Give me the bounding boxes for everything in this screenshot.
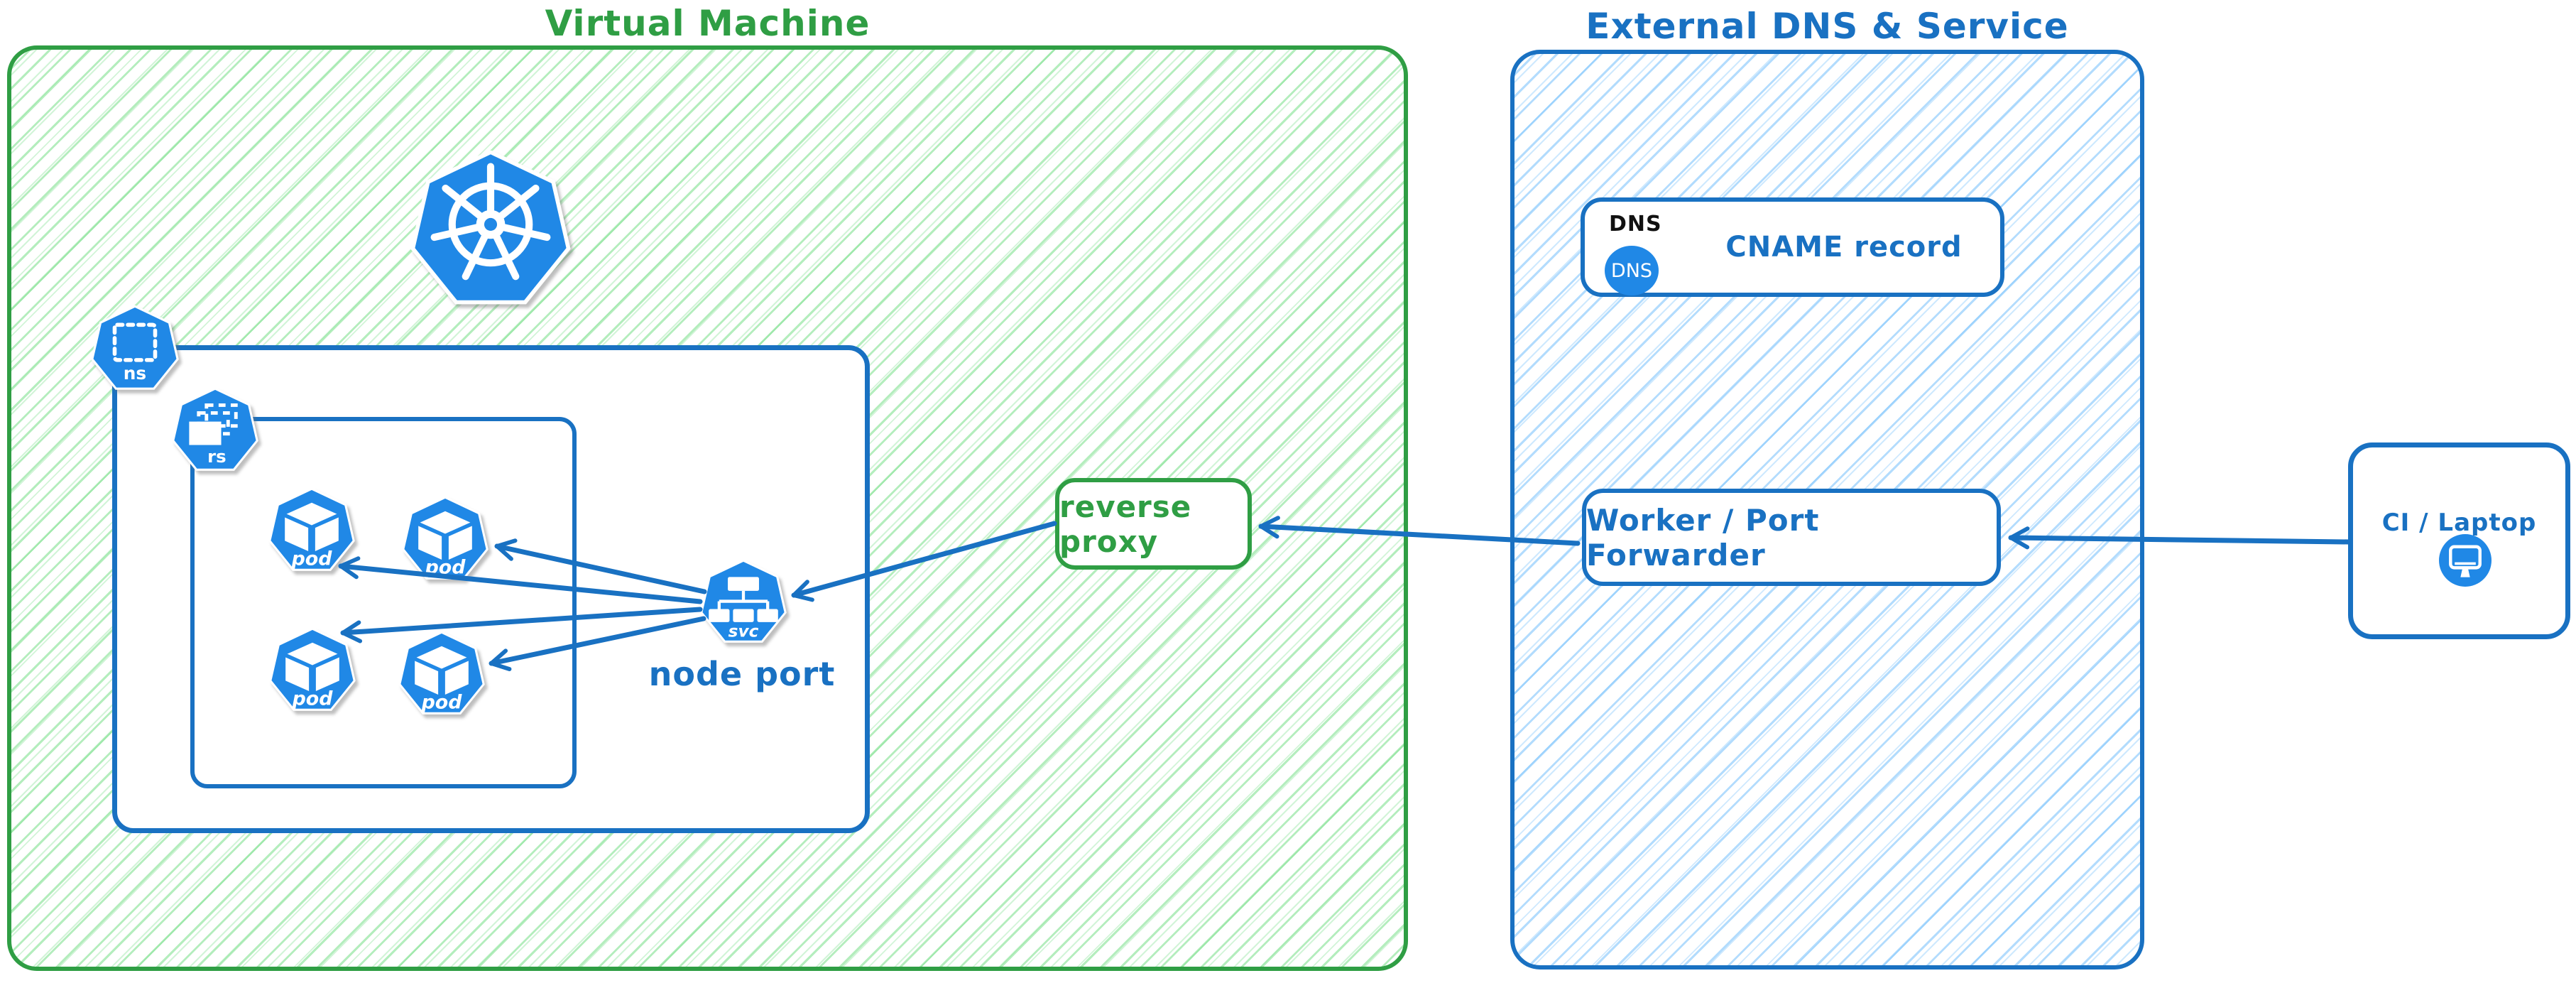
dns-icon: DNS — [1605, 246, 1659, 295]
pod-2-label: pod — [425, 557, 466, 579]
service-icon: svc — [700, 560, 787, 643]
dns-icon-text: DNS — [1610, 259, 1653, 282]
pod-3-icon: pod — [269, 628, 356, 711]
monitor-icon — [2439, 534, 2492, 587]
pod-1-icon: pod — [268, 488, 355, 571]
cname-record-label: CNAME record — [1725, 231, 1963, 264]
pod-2-icon: pod — [402, 496, 489, 580]
pod-4-label: pod — [421, 692, 463, 714]
namespace-icon: ns — [91, 305, 179, 390]
ci-laptop-label: CI / Laptop — [2381, 509, 2537, 537]
ci-laptop-node: CI / Laptop — [2348, 442, 2570, 639]
worker-port-forwarder-label: Worker / Port Forwarder — [1586, 502, 1820, 572]
worker-port-forwarder-node: Worker / Port Forwarder — [1582, 489, 2001, 586]
pod-3-label: pod — [292, 688, 334, 710]
replicaset-icon: rs — [172, 388, 258, 471]
pod-1-label: pod — [291, 548, 333, 570]
namespace-icon-label: ns — [124, 363, 146, 384]
node-port-caption: node port — [648, 655, 836, 693]
reverse-proxy-node: reverse proxy — [1055, 478, 1252, 570]
reverse-proxy-label: reverse proxy — [1059, 489, 1192, 559]
service-icon-label: svc — [728, 622, 759, 641]
replicaset-icon-label: rs — [207, 446, 227, 467]
kubernetes-logo-icon — [410, 151, 571, 305]
pod-4-icon: pod — [398, 631, 485, 715]
virtual-machine-title: Virtual Machine — [545, 3, 871, 44]
external-dns-service-title: External DNS & Service — [1586, 6, 2069, 47]
dns-record-node: DNS DNS CNAME record — [1581, 197, 2004, 297]
dns-tag-label: DNS — [1609, 212, 1662, 237]
